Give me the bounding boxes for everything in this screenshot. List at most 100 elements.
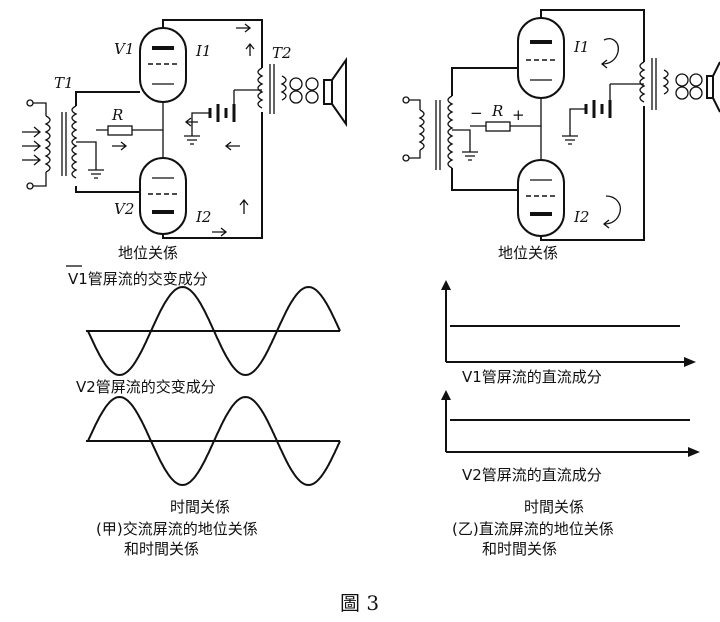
ground-symbol-right — [184, 135, 200, 145]
r-arrow-i2-curve — [603, 195, 622, 225]
r-plate-wire-bottom — [540, 106, 645, 241]
r-plus-sign: + — [512, 106, 525, 124]
dc1-title: V1管屏流的直流成分 — [462, 368, 602, 386]
tube-v1 — [139, 19, 263, 131]
tube-v2-envelope — [139, 157, 187, 235]
wave2-title: V2管屏流的交变成分 — [76, 378, 216, 396]
dc2-y-arrowhead — [441, 390, 451, 400]
speaker-coil-1 — [289, 77, 303, 91]
r-cathode-wire-top — [532, 98, 542, 127]
arrow-i2-right — [212, 227, 228, 237]
left-caption-line2: 和时間关係 — [124, 540, 199, 558]
arrow-i1-right — [236, 23, 252, 33]
r-arrow-i1-head — [600, 59, 608, 69]
r-center-tap-wire — [452, 129, 471, 152]
dc2-title: V2管屏流的直流成分 — [462, 466, 602, 484]
dc1-y-arrowhead — [441, 280, 451, 290]
input-terminal-bottom — [26, 182, 34, 190]
r-plate-wire-top — [540, 9, 645, 62]
speaker-magnet — [323, 79, 333, 105]
r-speaker-coil-2 — [675, 86, 689, 100]
transformer-t2 — [257, 64, 287, 114]
resistor-label: R — [111, 106, 123, 124]
input-wire-top — [33, 102, 47, 116]
left-caption-line1: (甲)交流屏流的地位关係 — [96, 520, 258, 538]
r-ground-symbol-right — [562, 135, 578, 145]
left-circuit: T1 R V1 V2 — [22, 19, 347, 239]
speaker-right — [675, 61, 720, 113]
current-i2-label: I2 — [195, 208, 211, 226]
dc2-x-arrowhead — [688, 447, 700, 457]
r-battery-wires — [569, 84, 611, 136]
r-resistor-label: R — [491, 102, 503, 120]
right-circuit: R − + — [402, 9, 720, 241]
t2-secondary-coil — [280, 75, 287, 101]
left-time-caption: 时間关係 — [170, 498, 230, 516]
right-spatial-caption: 地位关係 — [498, 244, 558, 262]
t1-label: T1 — [54, 74, 74, 92]
tube-v2 — [139, 112, 263, 239]
wave1-title: V1管屏流的交变成分 — [68, 270, 208, 288]
r-input-terminal-bottom — [402, 154, 410, 162]
speaker-cone — [331, 56, 347, 128]
r-current-i2-label: I2 — [573, 208, 589, 226]
r-t1-secondary-coil — [447, 95, 454, 169]
wave1-sine — [87, 285, 341, 377]
r-t2-secondary-coil — [662, 69, 669, 95]
r-transformer-in — [418, 95, 454, 170]
r-speaker-coil-1 — [675, 73, 689, 87]
left-spatial-caption: 地位关係 — [118, 244, 178, 262]
r-grid-wire-top — [451, 67, 518, 96]
input-terminal-top — [26, 99, 34, 107]
ground-symbol-left — [88, 169, 104, 179]
battery-wires — [191, 90, 235, 136]
tube-v1-label: V1 — [114, 40, 134, 58]
tube-v1-envelope — [139, 27, 187, 103]
current-i1-label: I1 — [195, 42, 211, 60]
resistor-r — [107, 125, 133, 136]
input-wire-bottom — [33, 172, 47, 187]
r-resistor-r — [485, 121, 511, 132]
cathode-wire-top — [150, 102, 164, 131]
right-time-caption: 时間关係 — [524, 498, 584, 516]
arrow-i2-up — [239, 198, 249, 214]
r-input-wires — [409, 99, 421, 159]
r-current-i1-label: I1 — [573, 38, 589, 56]
r-arrow-i1-curve — [601, 38, 619, 65]
r-grid-wire-bottom — [451, 168, 518, 191]
grid-wire-bottom — [75, 186, 140, 193]
t2-label: T2 — [272, 44, 292, 62]
arrow-i1-up — [245, 42, 255, 56]
r-tube-v2-envelope — [517, 159, 565, 237]
r-tube-v2 — [517, 106, 645, 241]
t2-primary-coil — [257, 67, 264, 109]
arrow-i2-left-mid — [224, 141, 240, 151]
r-speaker-magnet — [706, 75, 714, 99]
t1-secondary-coil — [71, 105, 78, 179]
dc1-x-arrowhead — [684, 357, 696, 367]
r-speaker-coil-3 — [689, 73, 703, 87]
speaker-coil-2 — [289, 90, 303, 104]
r-t1-primary-coil — [418, 109, 425, 151]
t1-primary-coil — [44, 115, 51, 173]
r-speaker-cone — [712, 61, 720, 113]
right-caption-line2: 和时間关係 — [482, 540, 557, 558]
r-tube-v1-envelope — [517, 17, 565, 99]
center-tap-wire — [76, 141, 97, 170]
transformer-t1 — [44, 105, 78, 179]
right-caption-line1: (乙)直流屏流的地位关係 — [452, 520, 614, 538]
r-t2-primary-coil — [639, 61, 646, 103]
input-signal-arrows — [22, 126, 42, 166]
r-arrow-i2-head — [602, 219, 610, 229]
r-transformer-out — [639, 58, 669, 110]
dc-plot-2 — [441, 390, 700, 457]
arrow-i1-left-mid — [184, 117, 198, 127]
speaker-coil-3 — [305, 77, 319, 91]
speaker-coil-4 — [305, 90, 319, 104]
figure-number: 圖 3 — [340, 591, 379, 615]
plate-wire-top — [162, 19, 263, 68]
resistor-current-arrow — [112, 141, 128, 151]
tube-v2-label: V2 — [114, 200, 134, 218]
speaker-left — [289, 56, 347, 128]
